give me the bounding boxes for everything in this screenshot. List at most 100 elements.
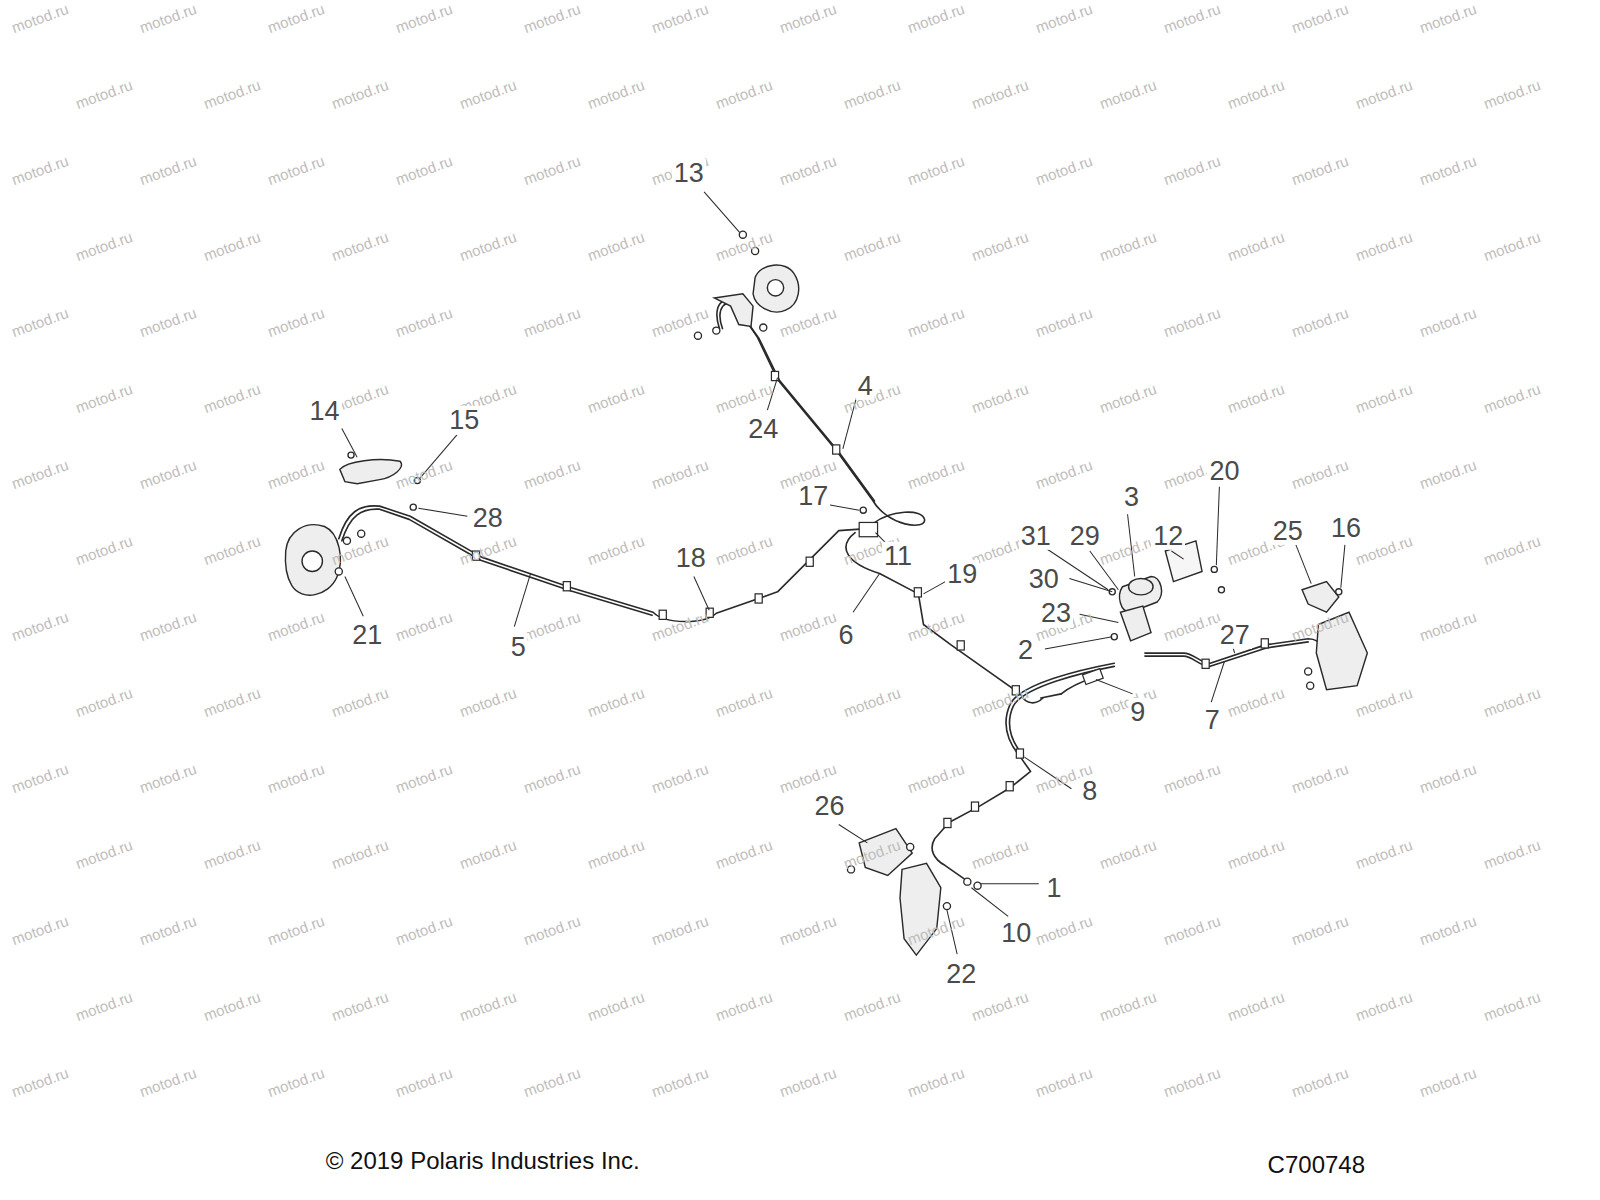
watermark: motod.ru <box>1481 228 1542 264</box>
watermark: motod.ru <box>1417 608 1478 644</box>
callout-number: 19 <box>945 560 979 588</box>
callout-number: 2 <box>1016 636 1035 664</box>
callout-number: 7 <box>1203 706 1222 734</box>
watermark: motod.ru <box>969 228 1030 264</box>
watermark: motod.ru <box>393 760 454 796</box>
watermark: motod.ru <box>1481 380 1542 416</box>
watermark: motod.ru <box>329 228 390 264</box>
watermark: motod.ru <box>1225 836 1286 872</box>
callout-number: 24 <box>746 414 780 442</box>
watermark: motod.ru <box>1353 228 1414 264</box>
callout-number: 16 <box>1329 513 1363 541</box>
callout-number: 6 <box>836 621 855 649</box>
watermark: motod.ru <box>649 760 710 796</box>
callout-number: 5 <box>509 633 528 661</box>
watermark: motod.ru <box>73 532 134 568</box>
watermark: motod.ru <box>393 456 454 492</box>
callout-number: 8 <box>1080 777 1099 805</box>
watermark: motod.ru <box>1353 380 1414 416</box>
watermark: motod.ru <box>1033 912 1094 948</box>
watermark: motod.ru <box>905 608 966 644</box>
watermark: motod.ru <box>649 456 710 492</box>
watermark: motod.ru <box>265 152 326 188</box>
callout-number: 27 <box>1218 621 1252 649</box>
watermark: motod.ru <box>1417 152 1478 188</box>
watermark: motod.ru <box>265 760 326 796</box>
watermark: motod.ru <box>1225 228 1286 264</box>
watermark: motod.ru <box>1417 304 1478 340</box>
watermark: motod.ru <box>777 912 838 948</box>
callout-number: 20 <box>1207 457 1241 485</box>
watermark: motod.ru <box>521 760 582 796</box>
callout-number: 17 <box>796 482 830 510</box>
watermark: motod.ru <box>1289 1064 1350 1100</box>
watermark: motod.ru <box>1225 380 1286 416</box>
watermark: motod.ru <box>1161 1064 1222 1100</box>
watermark: motod.ru <box>137 456 198 492</box>
watermark: motod.ru <box>457 228 518 264</box>
watermark: motod.ru <box>1161 608 1222 644</box>
callout-number: 28 <box>471 504 505 532</box>
watermark: motod.ru <box>649 912 710 948</box>
watermark: motod.ru <box>457 836 518 872</box>
watermark: motod.ru <box>9 456 70 492</box>
watermark: motod.ru <box>9 760 70 796</box>
watermark: motod.ru <box>329 988 390 1024</box>
watermark: motod.ru <box>777 0 838 36</box>
watermark: motod.ru <box>1161 152 1222 188</box>
drawing-code: C700748 <box>1265 1151 1368 1179</box>
watermark: motod.ru <box>841 684 902 720</box>
watermark: motod.ru <box>137 152 198 188</box>
watermark: motod.ru <box>841 988 902 1024</box>
watermark: motod.ru <box>649 0 710 36</box>
callout-number: 12 <box>1151 522 1185 550</box>
callout-number: 25 <box>1271 516 1305 544</box>
watermark: motod.ru <box>201 988 262 1024</box>
watermark: motod.ru <box>1097 76 1158 112</box>
watermark: motod.ru <box>1289 912 1350 948</box>
watermark: motod.ru <box>1225 76 1286 112</box>
watermark: motod.ru <box>1417 912 1478 948</box>
watermark: motod.ru <box>9 0 70 36</box>
watermark: motod.ru <box>201 76 262 112</box>
callout-number: 31 <box>1019 522 1053 550</box>
watermark: motod.ru <box>905 1064 966 1100</box>
watermark: motod.ru <box>393 304 454 340</box>
watermark: motod.ru <box>969 684 1030 720</box>
watermark: motod.ru <box>9 1064 70 1100</box>
watermark: motod.ru <box>137 608 198 644</box>
watermark: motod.ru <box>713 380 774 416</box>
watermark: motod.ru <box>1033 456 1094 492</box>
watermark: motod.ru <box>201 836 262 872</box>
watermark: motod.ru <box>969 380 1030 416</box>
watermark: motod.ru <box>841 76 902 112</box>
watermark: motod.ru <box>1353 684 1414 720</box>
watermark: motod.ru <box>201 684 262 720</box>
watermark: motod.ru <box>265 1064 326 1100</box>
callout-number: 29 <box>1068 522 1102 550</box>
callout-number: 23 <box>1039 599 1073 627</box>
watermark: motod.ru <box>1417 1064 1478 1100</box>
callout-number: 9 <box>1128 698 1147 726</box>
watermark: motod.ru <box>521 456 582 492</box>
watermark: motod.ru <box>585 684 646 720</box>
watermark: motod.ru <box>969 836 1030 872</box>
watermark: motod.ru <box>713 76 774 112</box>
watermark: motod.ru <box>713 684 774 720</box>
watermark: motod.ru <box>1161 760 1222 796</box>
watermark: motod.ru <box>1289 152 1350 188</box>
watermark: motod.ru <box>329 836 390 872</box>
watermark: motod.ru <box>1033 304 1094 340</box>
watermark: motod.ru <box>201 380 262 416</box>
watermark: motod.ru <box>777 608 838 644</box>
watermark: motod.ru <box>1097 380 1158 416</box>
watermark: motod.ru <box>457 684 518 720</box>
watermark: motod.ru <box>521 1064 582 1100</box>
watermark: motod.ru <box>585 76 646 112</box>
watermark: motod.ru <box>265 456 326 492</box>
watermark: motod.ru <box>777 1064 838 1100</box>
watermark: motod.ru <box>1097 228 1158 264</box>
watermark: motod.ru <box>265 912 326 948</box>
watermark: motod.ru <box>1481 836 1542 872</box>
watermark: motod.ru <box>265 304 326 340</box>
